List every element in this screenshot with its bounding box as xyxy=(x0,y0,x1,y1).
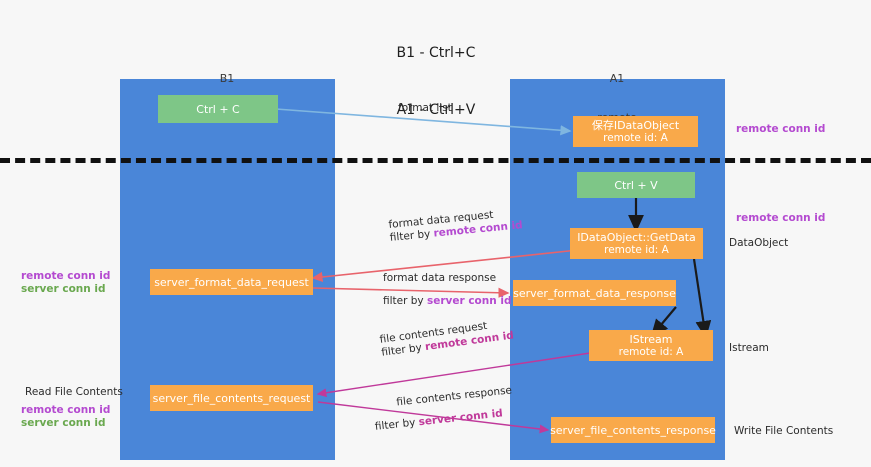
node-istream-label: IStream xyxy=(629,332,673,346)
edge-label-file-contents-request: file contents request filter by remote c… xyxy=(379,317,515,360)
edge-label-file-contents-response: file contents response filter by server … xyxy=(372,384,515,433)
node-idataobject-getdata[interactable]: IDataObject::GetData remote id: A xyxy=(570,228,703,259)
annotation-left-remote-conn-id-bottom: remote conn id xyxy=(21,404,111,416)
page-title: B1 - Ctrl+C A1 - Ctrl+V xyxy=(336,6,536,158)
node-server-format-data-request-label: server_format_data_request xyxy=(154,275,309,289)
annotation-write-file-contents: Write File Contents xyxy=(734,425,834,437)
annotation-istream: Istream xyxy=(729,342,769,354)
annotation-left-server-conn-id-mid: server conn id xyxy=(21,283,106,295)
node-istream-sub: remote id: A xyxy=(618,345,684,358)
node-server-file-contents-response[interactable]: server_file_contents_response xyxy=(550,417,716,443)
edge-label-file-contents-response-line2: filter by server conn id xyxy=(374,406,515,434)
edge-label-format-list: format list xyxy=(398,102,452,115)
node-server-format-data-response-label: server_format_data_response xyxy=(513,286,676,300)
node-server-format-data-response[interactable]: server_format_data_response xyxy=(513,280,676,306)
node-save-idataobject-label: 保存IDataObject xyxy=(591,118,680,132)
page-title-line1: B1 - Ctrl+C xyxy=(396,45,476,61)
node-ctrl-c-label: Ctrl + C xyxy=(196,102,240,116)
node-idataobject-getdata-label: IDataObject::GetData xyxy=(577,230,696,244)
node-server-file-contents-request-label: server_file_contents_request xyxy=(152,391,311,405)
edge-label-format-data-response-line1: format data response xyxy=(383,272,497,284)
annotation-dataobject: DataObject xyxy=(729,237,789,249)
edge-label-format-data-response-prefix: filter by xyxy=(383,295,427,307)
annotation-remote-conn-id-mid: remote conn id xyxy=(736,212,826,224)
edge-label-file-contents-response-highlight: server conn id xyxy=(418,407,504,429)
edge-label-format-data-response-line2: filter by server conn id xyxy=(383,295,512,308)
node-server-file-contents-response-label: server_file_contents_response xyxy=(550,423,716,437)
node-ctrl-v-label: Ctrl + V xyxy=(614,178,658,192)
annotation-left-server-conn-id-bottom: server conn id xyxy=(21,417,106,429)
node-save-idataobject[interactable]: 保存IDataObject remote id: A xyxy=(573,116,698,147)
lane-title-b1-line1: B1 xyxy=(219,72,235,85)
annotation-left-remote-conn-id-mid: remote conn id xyxy=(21,270,111,282)
node-ctrl-v[interactable]: Ctrl + V xyxy=(577,172,695,198)
node-istream[interactable]: IStream remote id: A xyxy=(589,330,713,361)
edge-label-format-data-response: format data response filter by server co… xyxy=(383,272,512,308)
lane-title-a1-line1: A1 xyxy=(609,72,625,85)
node-server-file-contents-request[interactable]: server_file_contents_request xyxy=(150,385,313,411)
node-ctrl-c[interactable]: Ctrl + C xyxy=(158,95,278,123)
phase-divider xyxy=(0,158,871,163)
annotation-remote-conn-id-top: remote conn id xyxy=(736,123,826,135)
node-save-idataobject-sub: remote id: A xyxy=(603,131,668,144)
edge-label-format-data-response-highlight: server conn id xyxy=(426,295,512,307)
edge-label-format-data-request: format data request filter by remote con… xyxy=(388,206,523,245)
edge-label-file-contents-response-prefix: filter by xyxy=(374,416,420,433)
node-server-format-data-request[interactable]: server_format_data_request xyxy=(150,269,313,295)
edge-label-format-list-text: format list xyxy=(398,102,452,114)
annotation-read-file-contents: Read File Contents xyxy=(25,386,123,398)
node-idataobject-getdata-sub: remote id: A xyxy=(604,243,669,256)
edge-label-file-contents-response-line1: file contents response xyxy=(395,384,513,409)
